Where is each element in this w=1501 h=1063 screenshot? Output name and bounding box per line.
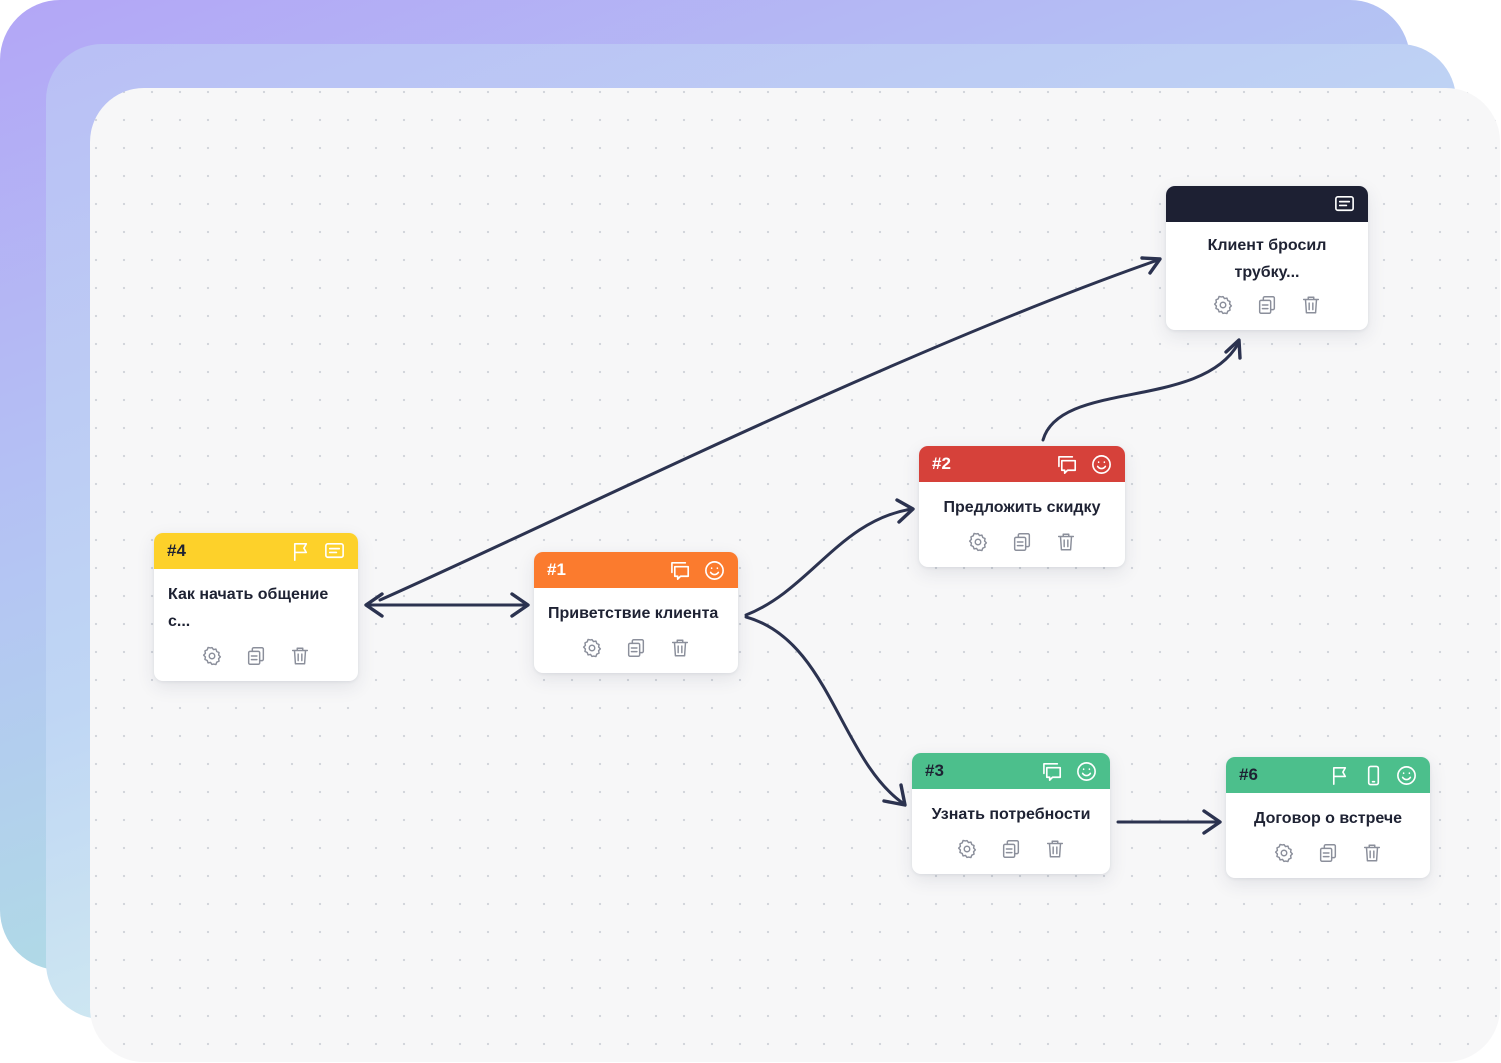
chat-bubbles-icon xyxy=(1058,455,1077,474)
copy-icon[interactable] xyxy=(1317,842,1339,864)
node-client-hung-up[interactable]: Клиент бросил трубку... xyxy=(1166,186,1368,330)
node-title: Предложить скидку xyxy=(943,499,1101,516)
trash-icon[interactable] xyxy=(1300,294,1322,316)
node-4[interactable]: #4 Как начать общение с... xyxy=(154,533,358,681)
trash-icon[interactable] xyxy=(1055,531,1077,553)
chat-window-icon xyxy=(325,542,344,558)
settings-icon[interactable] xyxy=(201,645,223,667)
node-id: #2 xyxy=(932,454,951,473)
node-title-line2: трубку... xyxy=(1234,264,1300,281)
trash-icon[interactable] xyxy=(1044,838,1066,860)
smile-icon xyxy=(1397,765,1416,785)
trash-icon[interactable] xyxy=(669,637,691,659)
node-1[interactable]: #1 Приветствие клиента xyxy=(534,552,738,673)
settings-icon[interactable] xyxy=(1212,294,1234,316)
node-id: #1 xyxy=(547,560,566,579)
node-header xyxy=(1166,186,1368,222)
node-title: Договор о встрече xyxy=(1253,810,1403,827)
chat-bubbles-icon xyxy=(671,561,690,580)
flag-icon xyxy=(293,542,308,561)
copy-icon[interactable] xyxy=(1256,294,1278,316)
chat-bubbles-icon xyxy=(1043,762,1062,781)
node-2[interactable]: #2 Предложить скидку xyxy=(919,446,1125,567)
node-id: #4 xyxy=(167,541,186,560)
node-title: Клиент бросил трубку... xyxy=(1166,222,1368,286)
node-3[interactable]: #3 Узнать потребности xyxy=(912,753,1110,874)
node-header: #2 xyxy=(919,446,1125,482)
node-title: Приветствие клиента xyxy=(548,605,719,622)
node-id: #6 xyxy=(1239,765,1258,784)
chat-window-icon xyxy=(1335,195,1354,211)
node-header: #6 xyxy=(1226,757,1430,793)
settings-icon[interactable] xyxy=(967,531,989,553)
phone-icon xyxy=(1367,765,1380,785)
node-header: #4 xyxy=(154,533,358,569)
node-title: Как начать общение с... xyxy=(168,586,329,630)
smile-icon xyxy=(1092,454,1111,474)
node-6[interactable]: #6 Договор о встрече xyxy=(1226,757,1430,878)
settings-icon[interactable] xyxy=(1273,842,1295,864)
copy-icon[interactable] xyxy=(1000,838,1022,860)
node-header: #1 xyxy=(534,552,738,588)
node-title-line1: Клиент бросил xyxy=(1207,237,1327,254)
smile-icon xyxy=(705,560,724,580)
settings-icon[interactable] xyxy=(956,838,978,860)
node-header: #3 xyxy=(912,753,1110,789)
copy-icon[interactable] xyxy=(625,637,647,659)
settings-icon[interactable] xyxy=(581,637,603,659)
node-id: #3 xyxy=(925,761,944,780)
copy-icon[interactable] xyxy=(245,645,267,667)
trash-icon[interactable] xyxy=(1361,842,1383,864)
smile-icon xyxy=(1077,761,1096,781)
flag-icon xyxy=(1332,766,1347,785)
trash-icon[interactable] xyxy=(289,645,311,667)
copy-icon[interactable] xyxy=(1011,531,1033,553)
node-title: Узнать потребности xyxy=(931,806,1091,823)
